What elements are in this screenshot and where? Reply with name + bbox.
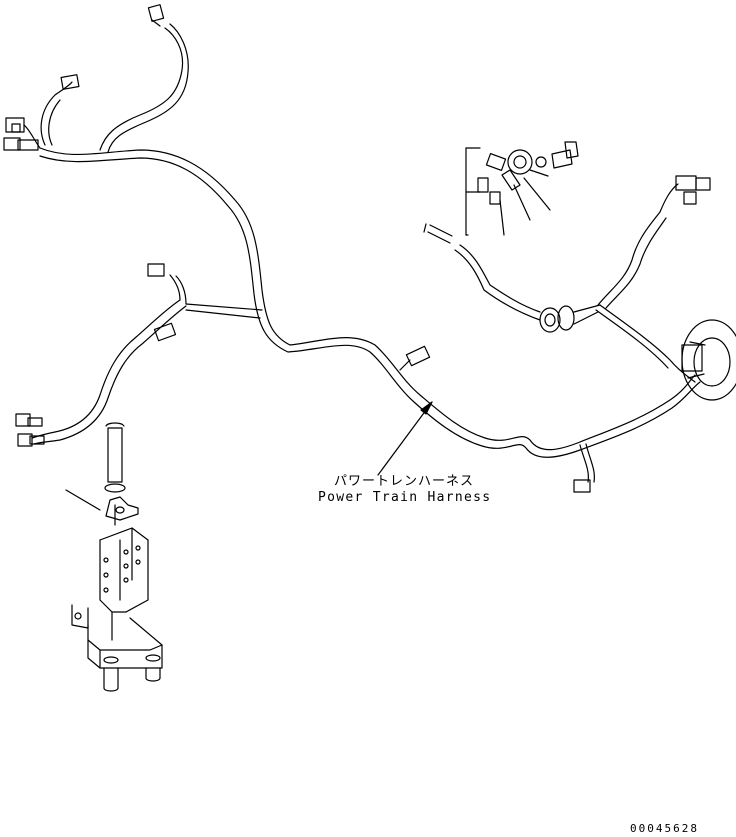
- label-leader: [377, 401, 433, 476]
- right-loop: [681, 319, 736, 401]
- main-harness-trunk: [39, 147, 701, 458]
- document-number: 00045628: [630, 822, 699, 835]
- middle-branch: [15, 263, 263, 447]
- right-upper-branch: [423, 175, 711, 383]
- harness-label-japanese: パワートレンハーネス: [334, 474, 475, 489]
- upper-branch: [40, 4, 189, 153]
- harness-label-english: Power Train Harness: [318, 490, 492, 505]
- center-connector: [399, 345, 431, 371]
- mounting-bracket: [65, 422, 163, 692]
- left-top-connectors: [3, 117, 41, 151]
- clamp-bolt-assembly: [465, 141, 579, 236]
- lower-drop-connector: [573, 443, 595, 493]
